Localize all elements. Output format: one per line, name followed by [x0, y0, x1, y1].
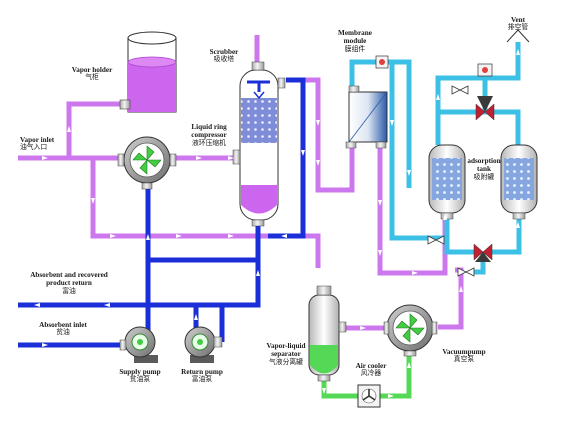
absorbent-inlet-label-cn: 贫油 — [56, 328, 70, 337]
vacuum-pump-label: Vacuumpump 真空泵 — [434, 348, 494, 364]
air-cooler-label-cn: 风冷器 — [360, 369, 382, 378]
membrane-module — [345, 55, 389, 149]
flow-arrows — [34, 33, 520, 398]
return-pump-label-cn: 富油泵 — [191, 375, 213, 384]
membrane-label-cn: 膜组件 — [344, 44, 366, 53]
separator-to-cooler — [321, 380, 360, 399]
supply-pump-label-en: Supply pump — [119, 368, 161, 376]
return-pump — [184, 326, 223, 363]
return-to-scrubber — [219, 302, 258, 342]
vapor-inlet-label: Vapor inlet 油气入口 — [20, 136, 54, 152]
separator-label-en1: Vapor-liquid — [266, 342, 306, 350]
vent-pipe — [435, 42, 521, 112]
vent-label: Vent 排空管 — [488, 16, 548, 32]
three-way-valve-top — [475, 63, 495, 121]
separator-label-cn: 气液分离罐 — [269, 357, 303, 366]
scrubber-column — [232, 61, 286, 227]
absorbent-return-label-en2: product return — [46, 279, 92, 288]
membrane-right-pipe — [392, 59, 412, 188]
compressor-label: Liquid ring compressor 液环压缩机 — [178, 123, 240, 147]
vapor-inlet-label-en: Vapor inlet — [20, 136, 55, 144]
absorbent-return-label-cn: 富油 — [62, 286, 76, 295]
adsorption-tank-right — [500, 144, 538, 220]
loop-pipe-left — [90, 158, 321, 268]
vacuum-pump-label-en: Vacuumpump — [442, 348, 486, 356]
vent-label-en: Vent — [510, 16, 526, 24]
tank-left-bottom — [444, 213, 476, 255]
supply-pump-label: Supply pump 贫油泵 — [110, 368, 170, 384]
air-cooler-label-en: Air cooler — [355, 362, 387, 370]
adsorption-top-right — [485, 109, 521, 145]
vapor-holder-label-cn: 气柜 — [85, 73, 99, 82]
membrane-label: Membrane module 膜组件 — [320, 29, 390, 53]
separator-label: Vapor-liquid separator 气液分离罐 — [258, 342, 314, 366]
holder-to-compressor-pipe — [66, 101, 130, 158]
return-pump-label-en: Return pump — [181, 368, 223, 376]
scrubber-label: Scrubber 吸收塔 — [196, 48, 252, 64]
compressor-label-en2: compressor — [191, 131, 227, 140]
absorbent-return-label: Absorbent and recovered product return 富… — [14, 271, 124, 295]
scrubber-label-en: Scrubber — [209, 48, 239, 56]
vapor-holder-label: Vapor holder 气柜 — [60, 66, 124, 82]
air-cooler-label: Air cooler 风冷器 — [346, 362, 396, 378]
adsorption-label-cn: 吸附罐 — [473, 172, 495, 181]
vapor-liquid-separator — [308, 285, 347, 382]
adsorption-tank-left — [428, 144, 466, 220]
adsorption-label-en1: adsorption — [467, 157, 501, 165]
vacuum-pump-label-cn: 真空泵 — [453, 355, 475, 364]
gate-valves — [427, 85, 475, 277]
adsorption-label: adsorption tank 吸附罐 — [462, 157, 506, 181]
vacuum-pump — [383, 304, 438, 357]
scrubber-to-membrane-pipe — [298, 77, 355, 193]
separator-label-en2: separator — [271, 350, 301, 359]
return-pump-label: Return pump 富油泵 — [172, 368, 232, 384]
membrane-label-en2: module — [343, 37, 367, 46]
scrubber-label-cn: 吸收塔 — [213, 55, 235, 64]
air-cooler — [357, 384, 381, 408]
membrane-label-en1: Membrane — [338, 29, 372, 37]
supply-pump — [119, 326, 158, 363]
vapor-inlet-label-cn: 油气入口 — [20, 143, 48, 152]
absorbent-return-label-en1: Absorbent and recovered — [30, 271, 108, 279]
vent-label-cn: 排空管 — [507, 23, 529, 32]
vacuum-outlet-pipe — [438, 267, 464, 330]
supply-pump-label-cn: 贫油泵 — [129, 375, 151, 384]
adsorption-label-en2: tank — [477, 165, 491, 174]
absorbent-inlet-label: Absorbent inlet 贫油 — [28, 321, 98, 337]
compressor-label-cn: 液环压缩机 — [192, 138, 226, 147]
vapor-holder-label-en: Vapor holder — [71, 66, 113, 74]
compressor-label-en1: Liquid ring — [191, 123, 227, 131]
liquid-ring-compressor — [117, 136, 177, 190]
absorbent-inlet-label-en: Absorbent inlet — [39, 321, 87, 329]
vapor-holder — [119, 31, 177, 113]
three-way-valve-bottom — [473, 243, 493, 262]
vent-cap-icon — [506, 29, 530, 43]
